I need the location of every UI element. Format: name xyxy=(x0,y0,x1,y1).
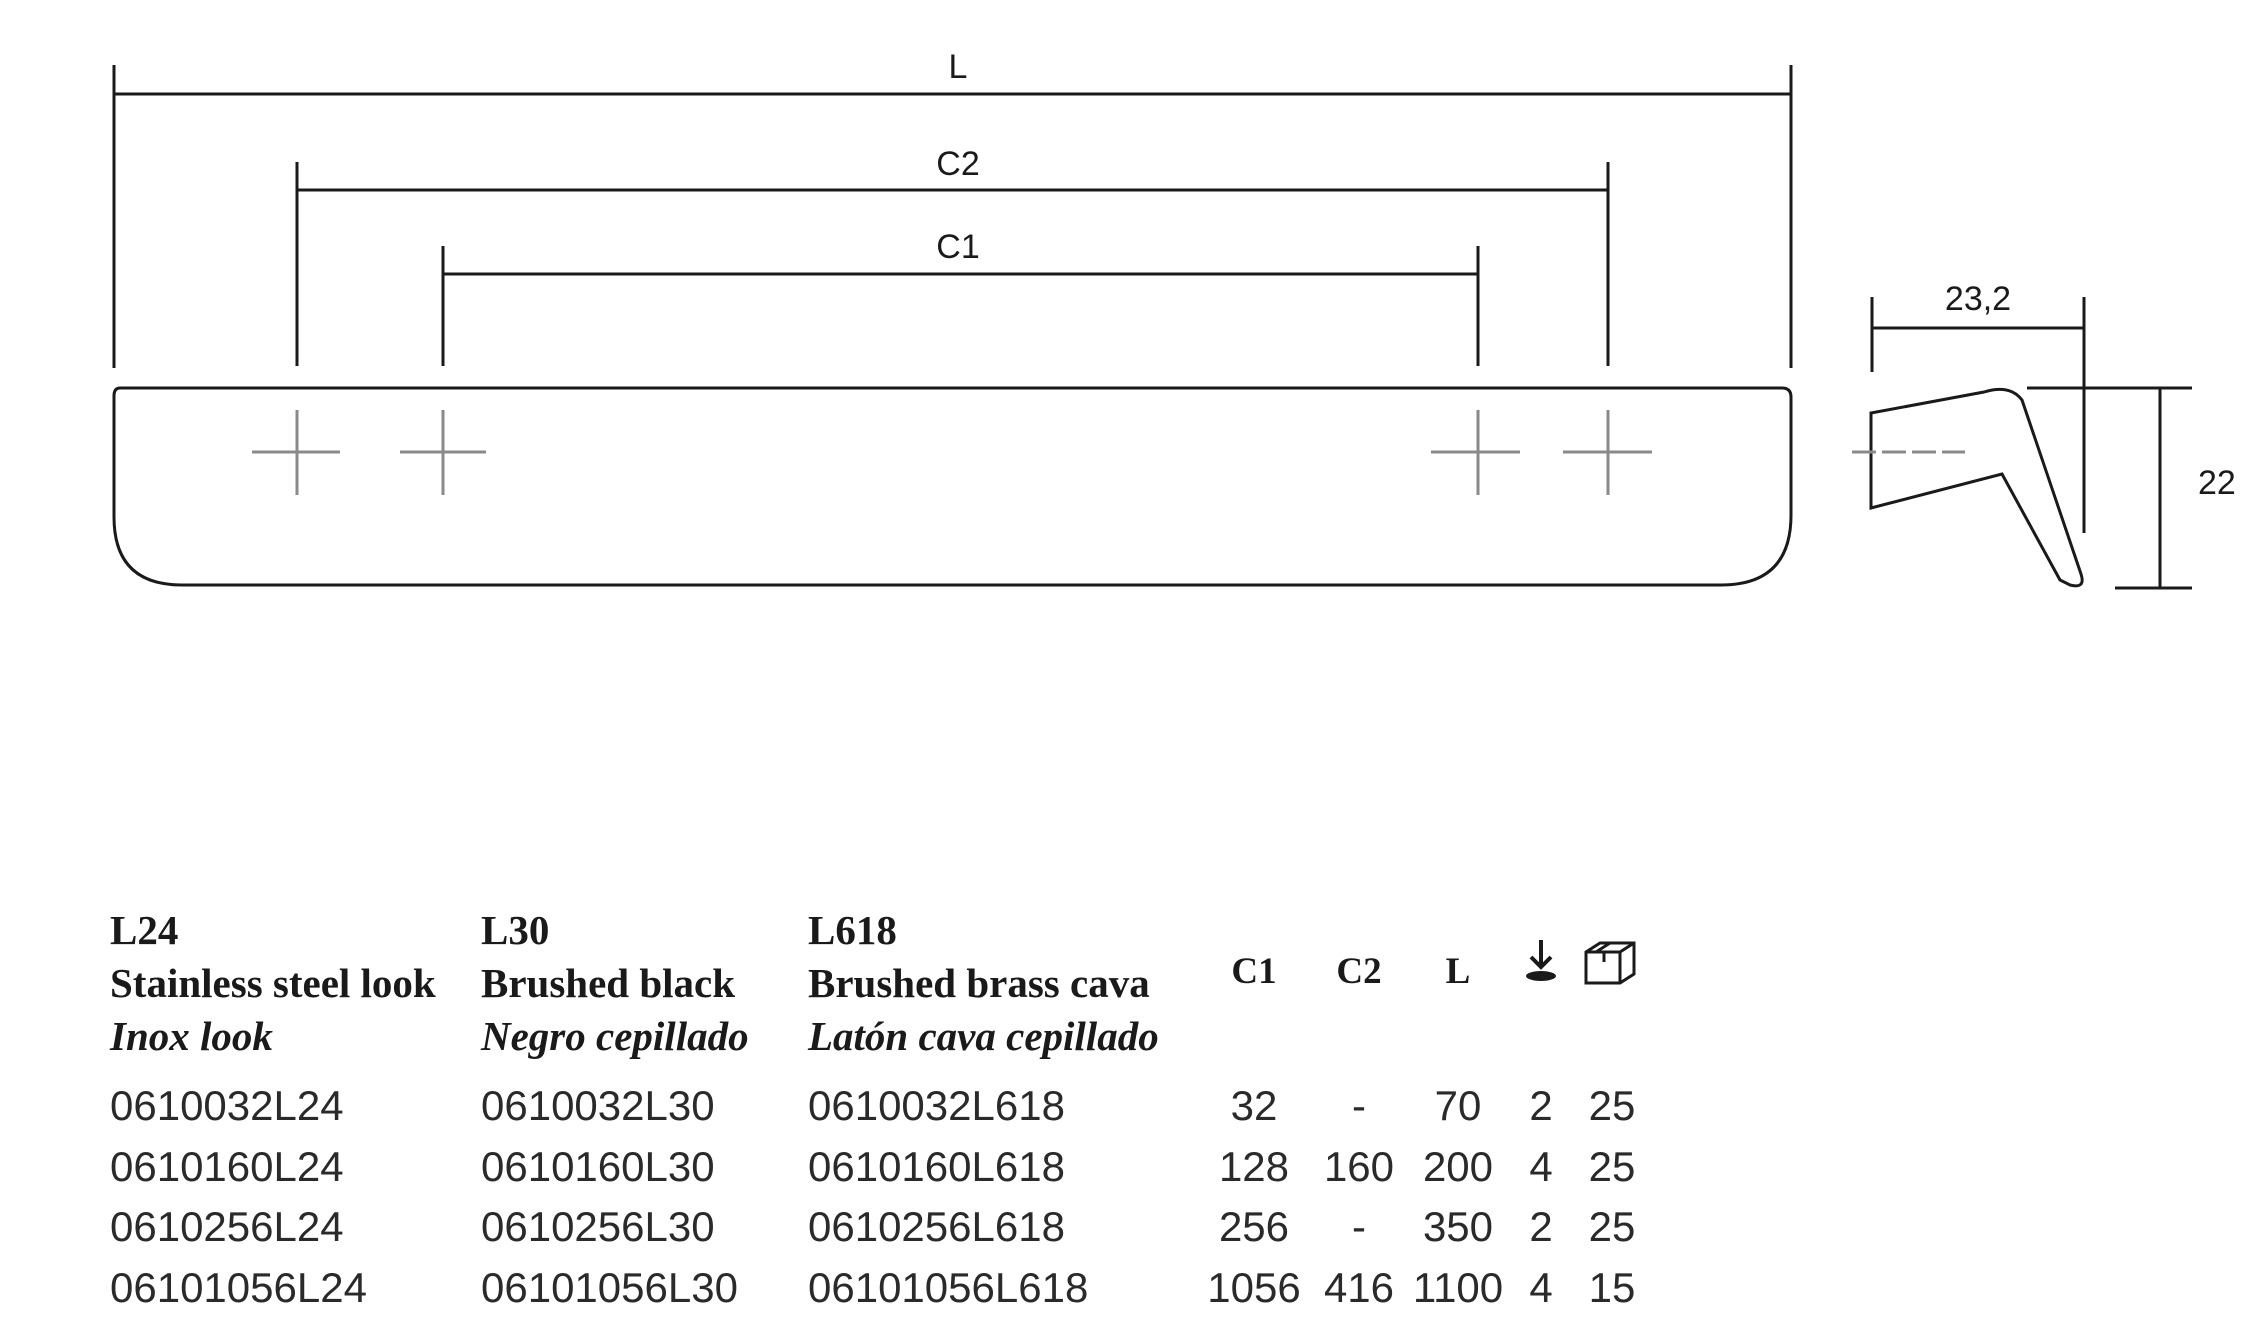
ref-l24: 06101056L24 xyxy=(110,1264,367,1311)
value-l: 70 xyxy=(1434,1082,1482,1129)
value-box: 25 xyxy=(1588,1203,1636,1250)
value-c1: 1056 xyxy=(1207,1264,1301,1311)
ref-l30: 0610160L30 xyxy=(481,1143,715,1190)
value-c1: 256 xyxy=(1218,1203,1290,1250)
value-c2: - xyxy=(1352,1082,1366,1129)
ref-l618: 0610032L618 xyxy=(808,1082,1065,1129)
header-c1: C1 xyxy=(1231,951,1277,992)
value-c2: - xyxy=(1352,1203,1366,1250)
value-l: 200 xyxy=(1422,1143,1494,1190)
value-c1: 128 xyxy=(1218,1143,1290,1190)
value-screws: 2 xyxy=(1529,1082,1553,1129)
value-c2: 416 xyxy=(1323,1264,1395,1311)
dimension-depth xyxy=(1870,297,2086,533)
dimension-c2-label: C2 xyxy=(936,145,979,183)
finish-name-en-l618: Brushed brass cava xyxy=(808,960,1150,1006)
value-l: 1100 xyxy=(1412,1264,1504,1311)
dimension-c1-label: C1 xyxy=(936,228,979,266)
ref-l24: 0610256L24 xyxy=(110,1203,344,1250)
value-screws: 4 xyxy=(1529,1143,1553,1190)
ref-l24: 0610160L24 xyxy=(110,1143,344,1190)
finish-name-en-l30: Brushed black xyxy=(481,960,736,1006)
value-screws: 4 xyxy=(1529,1264,1553,1311)
finish-name-es-l24: Inox look xyxy=(110,1013,273,1059)
finish-code-l24: L24 xyxy=(110,907,179,953)
value-c2: 160 xyxy=(1323,1143,1395,1190)
value-box: 25 xyxy=(1588,1143,1636,1190)
finish-name-es-l618: Latón cava cepillado xyxy=(808,1013,1159,1059)
finish-name-es-l30: Negro cepillado xyxy=(481,1013,749,1059)
ref-l30: 0610032L30 xyxy=(481,1082,715,1129)
ref-l618: 0610256L618 xyxy=(808,1203,1065,1250)
screw-download-icon xyxy=(1526,940,1556,981)
value-c1: 32 xyxy=(1230,1082,1278,1129)
box-package-icon xyxy=(1584,941,1636,985)
dimension-l-label: L xyxy=(949,48,968,86)
value-screws: 2 xyxy=(1529,1203,1553,1250)
handle-front-view xyxy=(112,386,1793,587)
ref-l30: 0610256L30 xyxy=(481,1203,715,1250)
ref-l618: 06101056L618 xyxy=(808,1264,1089,1311)
value-box: 15 xyxy=(1588,1264,1636,1311)
header-l: L xyxy=(1445,951,1471,992)
finish-code-l30: L30 xyxy=(481,907,550,953)
dimension-height xyxy=(2027,386,2192,590)
header-c2: C2 xyxy=(1336,951,1382,992)
technical-drawing: L C2 C1 23,2 22 xyxy=(112,48,2236,590)
finish-code-l618: L618 xyxy=(808,907,897,953)
ref-l618: 0610160L618 xyxy=(808,1143,1065,1190)
handle-side-view xyxy=(1869,387,2084,588)
dimension-c2 xyxy=(295,162,1610,366)
dimension-height-label: 22 xyxy=(2198,464,2236,502)
dimension-depth-label: 23,2 xyxy=(1945,280,2011,318)
dimension-l xyxy=(112,65,1793,368)
dimension-c1 xyxy=(441,246,1480,366)
finish-name-en-l24: Stainless steel look xyxy=(110,960,436,1006)
ref-l30: 06101056L30 xyxy=(481,1264,738,1311)
ref-l24: 0610032L24 xyxy=(110,1082,344,1129)
value-box: 25 xyxy=(1588,1082,1636,1129)
hole-markers xyxy=(252,410,1652,495)
value-l: 350 xyxy=(1422,1203,1494,1250)
